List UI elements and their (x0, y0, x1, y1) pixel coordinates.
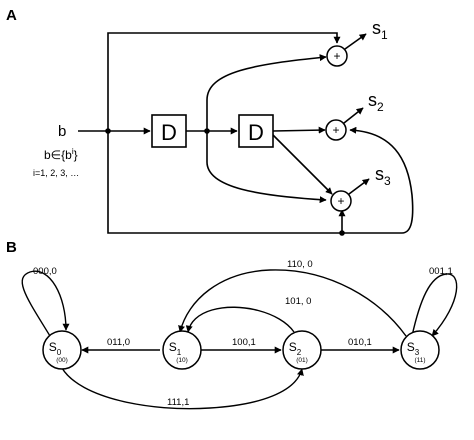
panel-b: B 000,0 011,0 100,1 101, 0 110, 0 010,1 … (6, 239, 458, 410)
panel-a: A b b∈{bi} i=1, 2, 3, … D D + (6, 7, 414, 236)
state-s3-label: S3 (407, 340, 420, 357)
transition-label-s1-s2: 100,1 (232, 337, 256, 348)
transition-label-s3-s1: 110, 0 (287, 259, 313, 270)
wire-top (107, 32, 341, 131)
transition-label-s2-s3: 010,1 (348, 337, 372, 348)
state-s2-code: (01) (296, 357, 308, 364)
wire-loop-adder2 (349, 126, 414, 234)
adder-1-symbol: + (333, 49, 340, 63)
state-s2: S2 (01) (282, 330, 322, 370)
panel-a-label: A (6, 7, 17, 24)
wire-out-s1 (344, 33, 367, 50)
input-set: b∈{bi} (44, 147, 78, 162)
state-s3-code: (11) (414, 357, 425, 364)
state-s1-code: (10) (176, 357, 188, 364)
delay-block-2 (238, 114, 274, 148)
transition-s3-s3 (411, 273, 458, 337)
transition-s2-s1 (185, 306, 295, 333)
transition-label-s0-s2: 111,1 (167, 397, 189, 408)
transition-label-s3-s3: 001,1 (429, 266, 453, 277)
input-index: i=1, 2, 3, … (33, 168, 79, 178)
output-s1: s1 (372, 18, 388, 42)
wire-out-s3 (348, 178, 370, 195)
state-s0-label: S0 (49, 340, 62, 357)
state-s2-label: S2 (289, 340, 302, 357)
delay-block-1 (151, 114, 187, 148)
state-s1: S1 (10) (162, 330, 202, 370)
transition-s3-s1 (178, 269, 407, 337)
state-s0-code: (00) (56, 357, 68, 364)
wire-mid-adder1 (206, 54, 327, 131)
output-s3: s3 (375, 164, 391, 188)
input-label: b (58, 123, 66, 140)
adder-1 (326, 45, 348, 67)
state-s3: S3 (11) (400, 330, 440, 370)
wire-d2-adder2 (272, 126, 326, 134)
state-s1-label: S1 (169, 340, 182, 357)
adder-2 (325, 119, 347, 141)
wire-out-s2 (343, 107, 364, 124)
panel-b-label: B (6, 239, 17, 256)
output-s2: s2 (368, 90, 384, 114)
wire-bottom (107, 131, 332, 234)
adder-2-symbol: + (332, 123, 339, 137)
wire-mid-adder3 (206, 131, 327, 204)
transition-label-s0-s0: 000,0 (33, 266, 57, 277)
adder-3 (330, 190, 352, 212)
delay-label-2: D (248, 120, 264, 145)
wire-d2-adder3 (272, 134, 333, 195)
transition-label-s1-s0: 011,0 (107, 337, 130, 348)
state-s0: S0 (00) (42, 330, 82, 370)
transition-s0-s0 (21, 270, 70, 337)
transition-label-s2-s1: 101, 0 (285, 296, 311, 307)
delay-label-1: D (161, 120, 177, 145)
transition-s0-s2 (61, 367, 304, 410)
adder-3-symbol: + (337, 194, 344, 208)
